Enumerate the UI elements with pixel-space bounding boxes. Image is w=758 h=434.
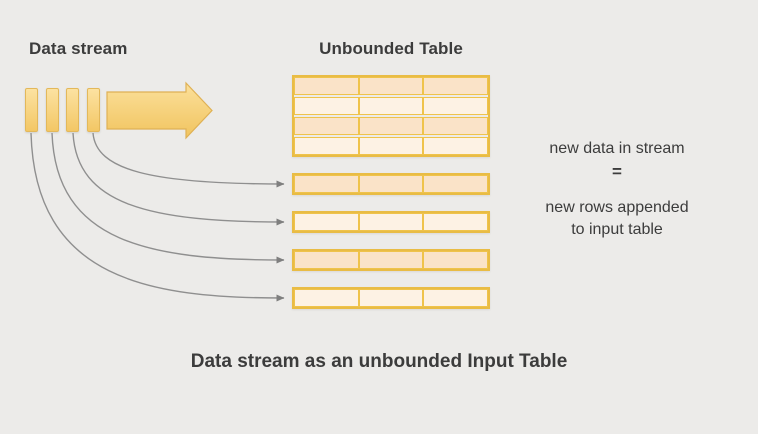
stream-event-bar bbox=[87, 88, 100, 132]
table-cell bbox=[358, 289, 424, 307]
stream-event-bar bbox=[46, 88, 59, 132]
table-cell bbox=[423, 97, 488, 115]
table-cell bbox=[423, 251, 488, 269]
stream-event-bar bbox=[66, 88, 79, 132]
equation-line-1: new data in stream bbox=[549, 140, 685, 157]
table-cell bbox=[358, 213, 424, 231]
equation-line-3: to input table bbox=[571, 221, 663, 238]
table-cell bbox=[294, 137, 359, 155]
stream-event-bar bbox=[25, 88, 38, 132]
appended-row-table bbox=[292, 287, 490, 309]
equals-sign: = bbox=[612, 162, 622, 181]
connector-path bbox=[51, 132, 285, 264]
table-cell bbox=[294, 213, 359, 231]
data-stream-label: Data stream bbox=[29, 39, 128, 58]
unbounded-table bbox=[292, 75, 490, 157]
table-cell bbox=[358, 137, 424, 155]
table-cell bbox=[358, 175, 424, 193]
table-cell bbox=[423, 137, 488, 155]
table-cell bbox=[358, 97, 424, 115]
table-cell bbox=[423, 77, 488, 95]
table-cell bbox=[294, 175, 359, 193]
appended-row-table bbox=[292, 249, 490, 271]
connector-path bbox=[72, 132, 285, 226]
equation-line-2: new rows appended bbox=[545, 199, 689, 216]
caption: Data stream as an unbounded Input Table bbox=[190, 351, 568, 372]
table-cell bbox=[294, 251, 359, 269]
connector-path bbox=[30, 132, 285, 302]
table-cell bbox=[358, 251, 424, 269]
stream-arrow-icon bbox=[106, 81, 213, 140]
appended-row-table bbox=[292, 173, 490, 195]
appended-row-table bbox=[292, 211, 490, 233]
table-cell bbox=[423, 117, 488, 135]
table-cell bbox=[358, 117, 424, 135]
table-cell bbox=[294, 289, 359, 307]
table-cell bbox=[294, 97, 359, 115]
table-cell bbox=[423, 213, 488, 231]
equation-block: new data in stream = new rows appended t… bbox=[512, 138, 722, 241]
table-cell bbox=[423, 175, 488, 193]
table-cell bbox=[358, 77, 424, 95]
table-cell bbox=[423, 289, 488, 307]
table-cell bbox=[294, 77, 359, 95]
table-cell bbox=[294, 117, 359, 135]
unbounded-table-label: Unbounded Table bbox=[319, 39, 463, 58]
